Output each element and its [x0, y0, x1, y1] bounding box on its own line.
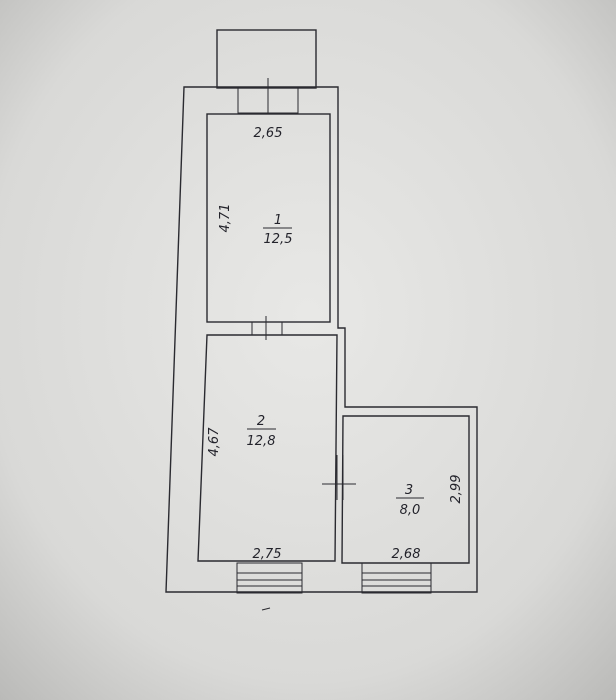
room-3-length: 2,99 — [449, 475, 464, 504]
entrance-steps-right — [361, 562, 432, 594]
room-2-width: 2,75 — [253, 547, 282, 562]
room-2-length: 4,67 — [207, 427, 222, 457]
room-3-outline — [341, 415, 470, 564]
door-room1-room2 — [251, 316, 283, 340]
room-2-area: 12,8 — [247, 434, 276, 449]
room-1-width: 2,65 — [254, 126, 283, 141]
room-2-outline — [197, 334, 338, 562]
room-3-width: 2,68 — [392, 547, 421, 562]
room-1-number: 1 — [274, 213, 282, 228]
room-1-length: 4,71 — [218, 204, 233, 233]
room-3-number: 3 — [405, 483, 413, 498]
room-3-area: 8,0 — [400, 503, 421, 518]
door-room2-room3 — [322, 455, 356, 500]
outer-wall — [165, 86, 478, 593]
entrance-steps-left — [236, 562, 303, 594]
room-2-number: 2 — [257, 414, 265, 429]
pencil-mark — [261, 607, 271, 611]
room-1-area: 12,5 — [264, 232, 293, 247]
top-window — [237, 78, 299, 114]
